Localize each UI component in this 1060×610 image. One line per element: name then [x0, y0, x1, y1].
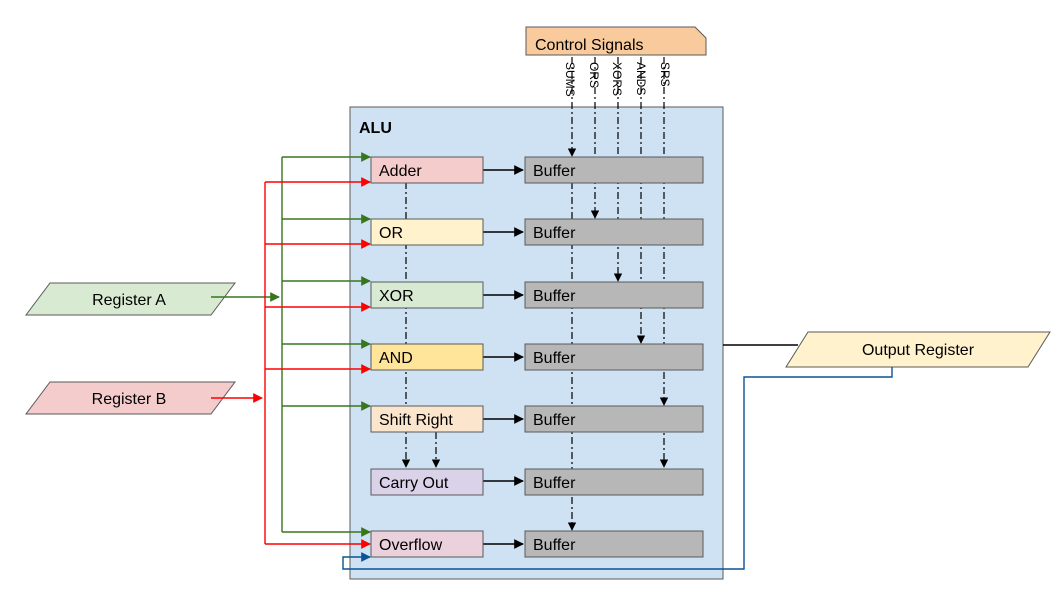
buffer-1-label: Buffer [533, 163, 576, 180]
buffer-7-box [524, 530, 704, 558]
buffer-5-label: Buffer [533, 412, 576, 429]
unit-and-box [370, 343, 484, 371]
unit-or-box [370, 218, 484, 246]
buffer-2: Buffer [524, 218, 704, 246]
unit-shift-right-label: Shift Right [379, 412, 453, 429]
signal-srs: SRS [658, 62, 672, 87]
alu-title: ALU [359, 120, 392, 137]
unit-carry-out: Carry Out [370, 468, 484, 496]
register-a-label: Register A [92, 292, 166, 309]
control-signal-labels: SUMS ORS XORS ANDS SRS [563, 62, 672, 97]
buffer-6-label: Buffer [533, 475, 576, 492]
unit-overflow-box [370, 530, 484, 558]
buffer-3-box [524, 281, 704, 309]
unit-and: AND [370, 343, 484, 371]
unit-xor-label: XOR [379, 288, 414, 305]
register-a-box [25, 282, 236, 316]
buffer-5-box [524, 405, 704, 433]
output-feedback-wire [342, 367, 893, 570]
unit-shift-right: Shift Right [370, 405, 484, 433]
control-signals-label: Control Signals [535, 37, 644, 54]
signal-sums: SUMS [563, 62, 577, 97]
unit-and-label: AND [379, 350, 413, 367]
register-a-wires [211, 152, 371, 537]
register-b-box [25, 381, 236, 415]
buffer-2-label: Buffer [533, 225, 576, 242]
unit-overflow: Overflow [370, 530, 484, 558]
unit-shift-right-box [370, 405, 484, 433]
buffer-4-box [524, 343, 704, 371]
unit-adder-label: Adder [379, 163, 422, 180]
unit-adder-box [370, 156, 484, 184]
unit-carry-out-label: Carry Out [379, 475, 449, 492]
output-register-label: Output Register [862, 342, 975, 359]
buffer-7-label: Buffer [533, 537, 576, 554]
register-b-label: Register B [92, 391, 167, 408]
output-register-box [785, 331, 1051, 368]
unit-carry-out-box [370, 468, 484, 496]
signal-xors: XORS [610, 62, 624, 96]
alu-container [349, 106, 724, 580]
unit-xor: XOR [370, 281, 484, 309]
buffer-1: Buffer [524, 156, 704, 184]
buffer-5: Buffer [524, 405, 704, 433]
buffer-7: Buffer [524, 530, 704, 558]
buffer-6-box [524, 468, 704, 496]
unit-or-label: OR [379, 225, 403, 242]
buffer-4: Buffer [524, 343, 704, 371]
unit-adder: Adder [370, 156, 484, 184]
unit-xor-box [370, 281, 484, 309]
buffer-4-label: Buffer [533, 350, 576, 367]
control-signals-box [525, 26, 707, 56]
unit-or: OR [370, 218, 484, 246]
unit-overflow-label: Overflow [379, 537, 443, 554]
buffer-3-label: Buffer [533, 288, 576, 305]
unit-buffer-arrows [483, 165, 524, 549]
buffer-3: Buffer [524, 281, 704, 309]
buffers: BufferBufferBufferBufferBufferBufferBuff… [524, 156, 704, 558]
signal-ors: ORS [587, 62, 601, 88]
buffer-6: Buffer [524, 468, 704, 496]
buffer-1-box [524, 156, 704, 184]
buffer-2-box [524, 218, 704, 246]
register-b-wires [211, 177, 371, 549]
